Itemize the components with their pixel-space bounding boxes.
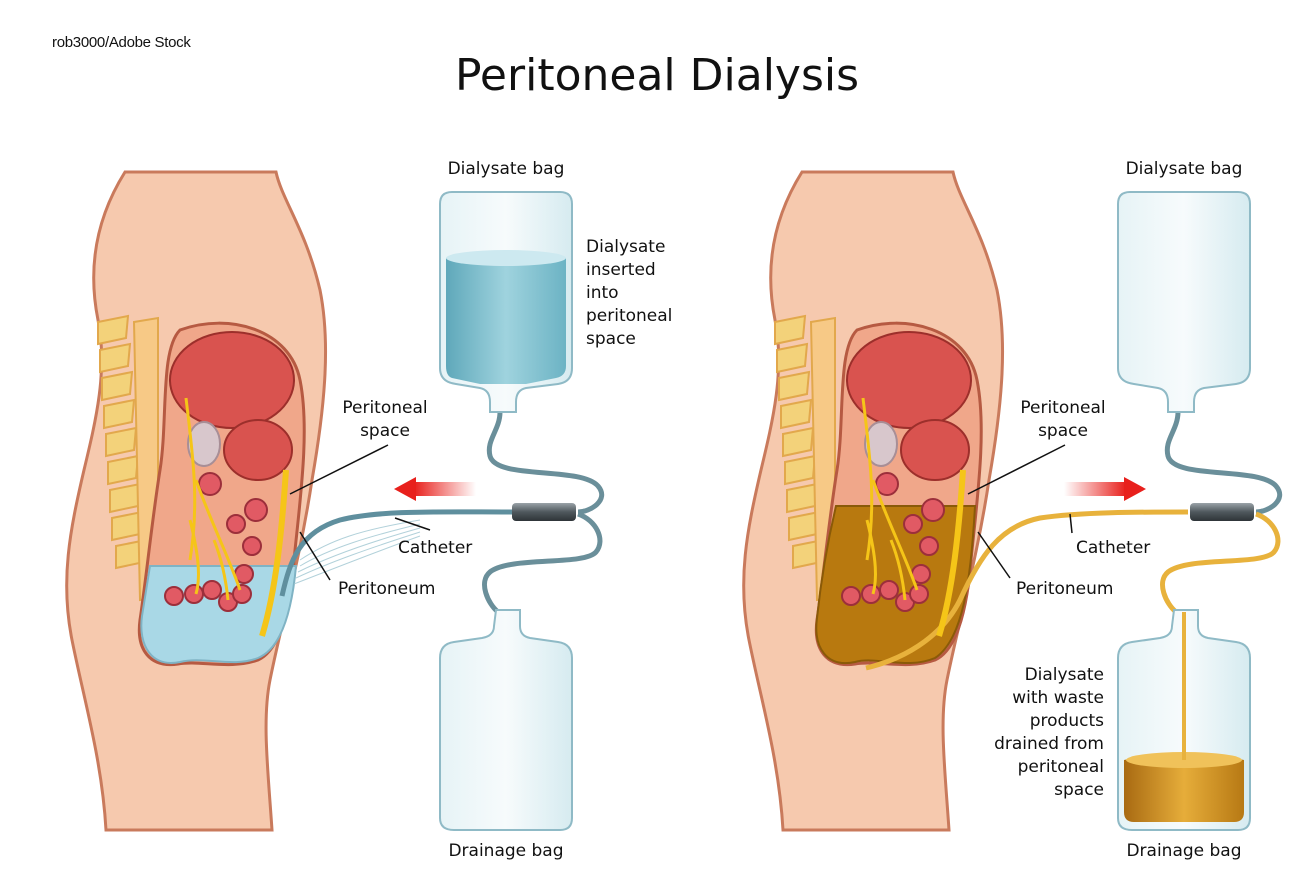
- organ-right: [864, 421, 898, 467]
- flow-arrow-right: [1124, 477, 1146, 501]
- right-leader-lines: [967, 444, 1073, 579]
- label-dialysate-bag-left: Dialysate bag: [447, 159, 565, 179]
- catheter-tube-right: [865, 509, 1189, 671]
- label-dialysate-bag-right: Dialysate bag: [1125, 159, 1243, 179]
- label-drainage-bag-right: Drainage bag: [1126, 841, 1242, 861]
- right-body-section: [742, 170, 1189, 832]
- label-peritoneum-right: Peritoneum: [1016, 579, 1114, 599]
- peritoneal-wall-line: [259, 469, 289, 637]
- organ: [187, 421, 221, 467]
- connector-right: [1190, 503, 1254, 521]
- image-credit: rob3000/Adobe Stock: [52, 34, 191, 51]
- left-leader-lines: [289, 444, 431, 581]
- left-tubing: [482, 411, 605, 614]
- drainage-bag-left: [439, 609, 573, 831]
- connector-left: [512, 503, 576, 521]
- liver: [169, 331, 295, 429]
- flow-arrow-left: [394, 477, 416, 501]
- catheter-tube-left: [279, 509, 513, 597]
- label-drainage-bag-left: Drainage bag: [448, 841, 564, 861]
- flow-arrow-right-tail: [1064, 482, 1126, 496]
- peritoneal-wall-line-right: [936, 469, 966, 637]
- label-peritoneum-left: Peritoneum: [338, 579, 436, 599]
- label-drained-waste: Dialysate with waste products drained fr…: [994, 665, 1104, 800]
- label-peritoneal-space-left: Peritoneal space: [342, 398, 428, 441]
- dialysate-bag-right: [1117, 191, 1251, 413]
- dialysate-spray: [293, 519, 421, 585]
- label-catheter-left: Catheter: [398, 538, 473, 558]
- stomach-right: [900, 419, 970, 481]
- intestines-right: [841, 472, 945, 612]
- liver-right: [846, 331, 972, 429]
- label-peritoneal-space-right: Peritoneal space: [1020, 398, 1106, 441]
- stomach: [223, 419, 293, 481]
- drainage-bag-right: [1117, 609, 1251, 831]
- mesentery-vessels-right: [861, 397, 919, 601]
- dialysate-bag-left: [439, 191, 573, 413]
- label-catheter-right: Catheter: [1076, 538, 1151, 558]
- flow-arrow-left-tail: [414, 482, 476, 496]
- mesentery-vessels: [184, 397, 242, 601]
- right-tubing: [1160, 411, 1283, 614]
- left-body-section: [65, 170, 513, 832]
- page-title: Peritoneal Dialysis: [454, 50, 860, 101]
- label-dialysate-inserted: Dialysate inserted into peritoneal space: [586, 237, 673, 349]
